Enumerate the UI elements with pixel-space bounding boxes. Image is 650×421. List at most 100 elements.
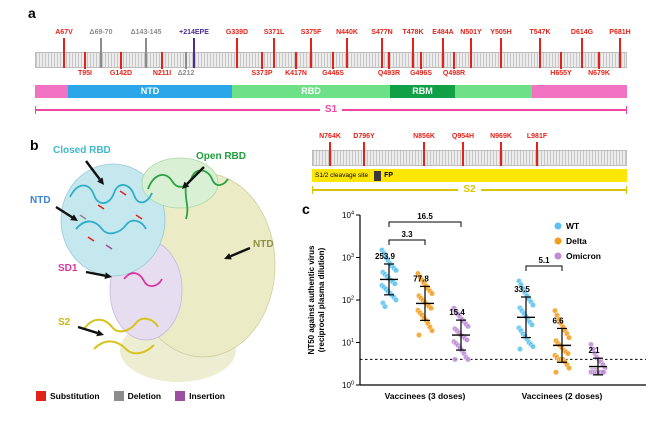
- mutation-tick: [273, 38, 275, 68]
- mutation-label-N856K: N856K: [413, 133, 435, 140]
- mutation-label-T478K: T478K: [402, 29, 424, 36]
- mutation-tick: [442, 38, 444, 68]
- data-point-omicron: [464, 337, 470, 343]
- mutation-tick: [332, 52, 334, 69]
- annotation-arrowhead: [182, 181, 190, 189]
- mutation-label-T95I: T95I: [77, 70, 93, 77]
- domain-label: NTD: [140, 86, 160, 96]
- data-point-delta: [429, 290, 435, 297]
- gm-value-label: 15.4: [449, 308, 465, 317]
- mutation-tick: [120, 52, 122, 69]
- mutation-label-+214EPE: +214EPE: [179, 29, 209, 36]
- legend-dot-delta: [554, 237, 562, 245]
- mutation-tick: [193, 38, 195, 68]
- mutation-tick: [598, 52, 600, 69]
- s2-ribbon: [83, 317, 159, 355]
- mutation-label-G496S: G496S: [410, 70, 432, 77]
- mutation-label-N764K: N764K: [319, 133, 341, 140]
- mutation-tick: [500, 142, 502, 166]
- fold-change-bracket: [388, 239, 426, 245]
- sd1-label: SD1: [58, 263, 78, 274]
- mutation-label-N969K: N969K: [490, 133, 512, 140]
- annotation-arrowhead: [224, 253, 232, 260]
- data-point-omicron: [465, 356, 471, 363]
- legend-item-substitution: Substitution: [36, 391, 100, 401]
- mutation-label-S373P: S373P: [251, 70, 273, 77]
- data-point-wt: [530, 343, 536, 350]
- annotation-arrow: [229, 246, 251, 258]
- s2-label: S2: [463, 184, 476, 195]
- data-point-wt: [393, 267, 399, 274]
- s1-mutation-bar: [35, 52, 627, 68]
- mutation-tick: [63, 38, 65, 68]
- fold-change-label: 5.1: [538, 256, 550, 265]
- mutation-label-N679K: N679K: [588, 70, 610, 77]
- s1-bracket: S1: [35, 104, 627, 115]
- ntd-right-label: NTD: [253, 239, 274, 250]
- annotation-arrow: [85, 270, 106, 277]
- mutation-label-L981F: L981F: [526, 133, 548, 140]
- y-axis-title-line1: NT50 against authentic virus: [307, 245, 316, 354]
- mutation-tick: [363, 142, 365, 166]
- mutation-label-K417N: K417N: [285, 70, 307, 77]
- data-point-omicron: [600, 369, 606, 376]
- ntd-left-label: NTD: [30, 195, 51, 206]
- mutation-label-Δ143-145: Δ143-145: [130, 29, 162, 36]
- annotation-arrowhead: [96, 329, 104, 337]
- mutation-tick: [381, 38, 383, 68]
- cleavage-site-label: S1/2 cleavage site: [315, 172, 369, 179]
- mutation-label-G142D: G142D: [109, 70, 133, 77]
- data-point-omicron: [452, 356, 458, 363]
- domain-rbm: RBM: [390, 85, 455, 98]
- mutation-tick: [412, 38, 414, 68]
- data-point-delta: [428, 305, 434, 312]
- gm-value-label: 2.1: [588, 346, 600, 355]
- substitution-label: Substitution: [50, 391, 100, 401]
- mutation-label-G446S: G446S: [322, 70, 344, 77]
- group-label: Vaccinees (2 doses): [522, 391, 603, 401]
- fp-region-box: [374, 170, 382, 181]
- mutation-label-Y505H: Y505H: [490, 29, 512, 36]
- s2-mutation-bar: [312, 150, 627, 166]
- annotation-arrow: [77, 325, 98, 335]
- fold-change-bracket: [388, 221, 462, 227]
- data-point-delta: [429, 327, 435, 334]
- mutation-tick: [161, 52, 163, 69]
- s1-label: S1: [324, 104, 338, 115]
- mutation-tick: [462, 142, 464, 166]
- mutation-label-N211I: N211I: [152, 70, 172, 77]
- panel-a-label: a: [28, 5, 36, 21]
- s2-domain-bar: S1/2 cleavage site FP: [312, 169, 627, 182]
- open-rbd-label: Open RBD: [196, 151, 246, 162]
- fp-label: FP: [384, 172, 394, 179]
- annotation-arrow: [85, 160, 101, 181]
- data-point-delta: [566, 334, 572, 341]
- legend-dot-omicron: [554, 252, 562, 260]
- mutation-tick: [346, 38, 348, 68]
- mutation-tick: [185, 52, 187, 69]
- mutation-label-G339D: G339D: [225, 29, 249, 36]
- data-point-delta: [565, 350, 571, 357]
- gm-value-label: 253.9: [375, 252, 396, 261]
- mutation-tick: [581, 38, 583, 68]
- domain-label: RBD: [301, 86, 321, 96]
- closed-rbd-label: Closed RBD: [53, 145, 111, 156]
- y-axis-title-line2: (reciprocal plasma dilution): [317, 247, 326, 352]
- domain-rbd: RBD: [232, 85, 390, 98]
- mutation-label-E484A: E484A: [432, 29, 454, 36]
- gm-value-label: 6.6: [552, 316, 564, 325]
- mutation-label-H655Y: H655Y: [550, 70, 572, 77]
- mutation-tick: [619, 38, 621, 68]
- panel-b-label: b: [30, 137, 39, 153]
- mutation-tick: [84, 52, 86, 69]
- data-point-delta: [416, 332, 422, 338]
- domain-segment: [455, 85, 532, 98]
- mutation-label-Q493R: Q493R: [377, 70, 401, 77]
- open-rbd-surface: [141, 157, 219, 209]
- s2-structure-label: S2: [58, 317, 71, 328]
- y-tick-label: 104: [342, 211, 354, 221]
- data-point-wt: [393, 297, 399, 303]
- legend-label-delta: Delta: [566, 236, 587, 246]
- mutation-label-D796Y: D796Y: [353, 133, 375, 140]
